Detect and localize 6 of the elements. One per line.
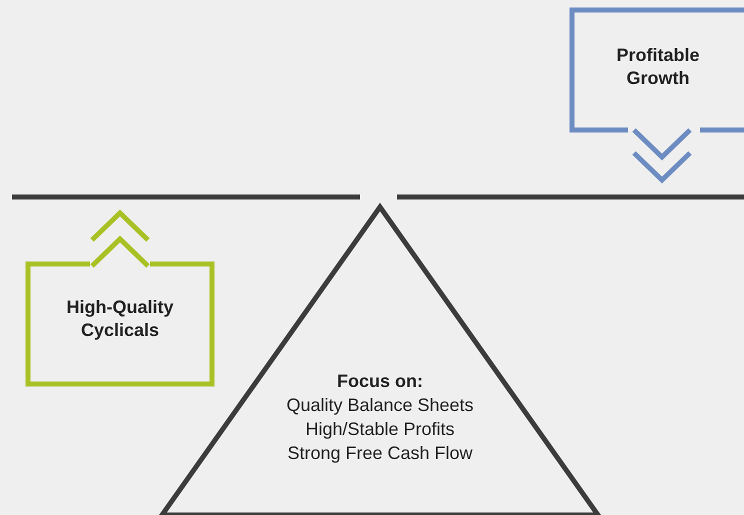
box-label: Profitable Growth — [615, 44, 700, 90]
text-heading: Focus on: — [336, 370, 424, 393]
list-item: High/Stable Profits — [304, 418, 456, 441]
box-label: High-Quality Cyclicals — [66, 296, 174, 342]
list-item: Strong Free Cash Flow — [286, 442, 474, 465]
list-item: Quality Balance Sheets — [285, 394, 475, 417]
